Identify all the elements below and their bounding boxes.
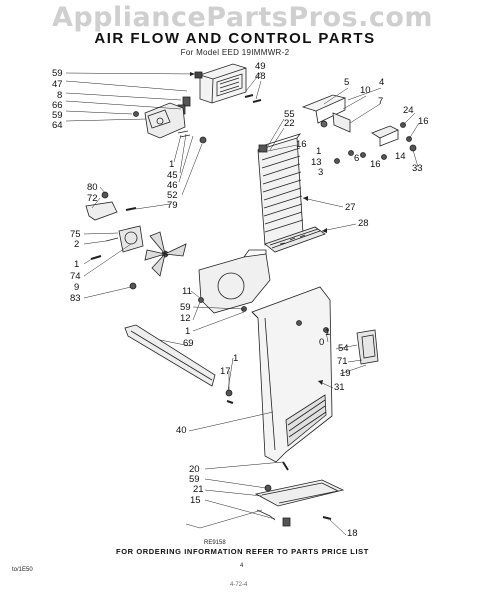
callout-label: 69 <box>183 338 194 349</box>
callout-label: 13 <box>311 157 322 168</box>
callout-label: 54 <box>338 343 349 354</box>
bottom-code: 4-72-4 <box>230 582 248 588</box>
callout-label: 16 <box>296 139 307 150</box>
callout-label: 12 <box>180 313 191 324</box>
screw-part <box>322 516 332 520</box>
callout-label: 33 <box>412 163 423 174</box>
drawing-code: RE9158 <box>204 540 226 546</box>
callout-label: 74 <box>70 271 81 282</box>
fan-shroud <box>198 249 271 314</box>
fan-motor <box>105 225 144 253</box>
callout-label: 17 <box>220 366 231 377</box>
drain-trough <box>264 226 326 253</box>
callout-label: 3 <box>318 167 324 178</box>
callout-label: 83 <box>70 293 81 304</box>
callout-label: 75 <box>70 229 81 240</box>
fan-blade <box>144 231 187 277</box>
screw-part <box>133 111 139 117</box>
control-box <box>356 329 379 365</box>
switch-part <box>371 125 399 147</box>
callout-label: 45 <box>167 170 178 181</box>
callout-label: 5 <box>344 77 350 88</box>
callout-label: 1 <box>233 353 239 364</box>
damper-housing <box>144 102 186 139</box>
callout-label: 4 <box>379 77 385 88</box>
drain-pan <box>254 479 345 507</box>
callout-label: 79 <box>167 200 178 211</box>
callout-label: 66 <box>52 100 63 111</box>
callout-label: 21 <box>193 484 204 495</box>
callout-label: 0 <box>319 337 325 348</box>
evaporator-panel <box>257 133 304 246</box>
knob-part <box>199 136 207 144</box>
motor-bracket <box>85 191 137 221</box>
callout-label: 28 <box>358 218 369 229</box>
callout-label: 31 <box>334 382 345 393</box>
callout-label: 11 <box>182 286 192 297</box>
callout-label: 40 <box>176 425 187 436</box>
clip-part <box>182 96 191 107</box>
leader-lines <box>65 71 420 536</box>
callout-label: 47 <box>52 79 63 90</box>
air-duct <box>124 324 216 387</box>
screw-part <box>244 94 254 98</box>
screw-part <box>252 99 262 103</box>
callout-label: 14 <box>395 151 406 162</box>
callout-label: 1 <box>325 327 331 338</box>
ordering-note: FOR ORDERING INFORMATION REFER TO PARTS … <box>116 547 369 556</box>
page-number: 4 <box>240 563 244 569</box>
callout-label: 48 <box>255 71 266 82</box>
callout-label: 6 <box>354 153 360 164</box>
callout-label: 49 <box>255 61 266 72</box>
light-bracket <box>301 94 351 133</box>
watermark: AppliancePartsPros.com <box>51 2 434 33</box>
diagram-title: AIR FLOW AND CONTROL PARTS <box>94 30 376 47</box>
callout-label: 19 <box>340 368 351 379</box>
callout-label: 59 <box>52 68 63 79</box>
callout-label: 7 <box>378 96 384 107</box>
callout-label: 2 <box>74 239 80 250</box>
callout-label: 22 <box>284 118 295 129</box>
callout-label: 46 <box>167 180 178 191</box>
callout-label: 24 <box>403 105 414 116</box>
callout-label: 59 <box>52 110 63 121</box>
callout-label: 55 <box>284 109 295 120</box>
callout-label: 16 <box>370 159 381 170</box>
callout-label: 16 <box>418 116 429 127</box>
callout-label: 27 <box>345 202 356 213</box>
callout-label: 64 <box>52 120 63 131</box>
callout-label: 20 <box>189 464 200 475</box>
rear-panel <box>251 286 333 463</box>
leader-arrows <box>190 72 327 385</box>
callout-label: 72 <box>87 193 98 204</box>
callout-label: 52 <box>167 190 178 201</box>
callout-label: 80 <box>87 182 98 193</box>
callout-label: 10 <box>360 85 371 96</box>
control-housing <box>194 63 247 104</box>
callout-label: 71 <box>337 356 348 367</box>
pins-part <box>177 130 191 138</box>
corner-code: to/1E50 <box>12 567 33 573</box>
model-subtitle: For Model EED 19IMMWR-2 <box>180 48 290 57</box>
callout-label: 1 <box>169 159 175 170</box>
drain-plug <box>282 517 291 527</box>
callout-label: 1 <box>74 259 80 270</box>
callout-label: 1 <box>316 146 322 157</box>
callout-label: 18 <box>347 528 358 539</box>
callout-label: 15 <box>190 495 201 506</box>
grommet-part <box>129 282 137 290</box>
callout-label: 8 <box>57 90 63 101</box>
screw-part <box>282 461 289 471</box>
callout-label: 59 <box>189 474 200 485</box>
callout-label: 59 <box>180 302 191 313</box>
callout-label: 9 <box>74 282 80 293</box>
callout-label: 1 <box>185 326 191 337</box>
